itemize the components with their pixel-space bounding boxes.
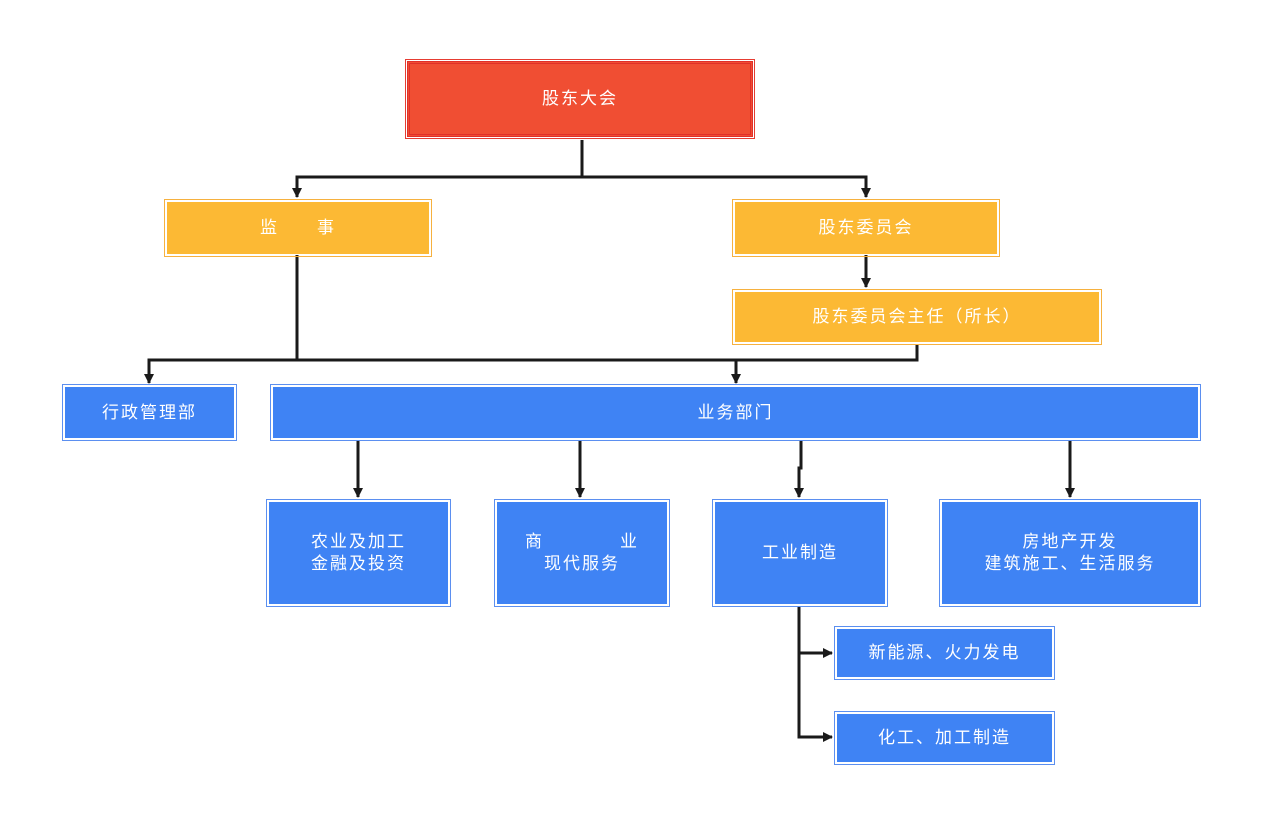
connector-chairman-down bbox=[736, 345, 919, 362]
connector-top-split bbox=[292, 140, 584, 198]
shareholder-committee-box: 股东委员会 bbox=[732, 199, 1000, 257]
realestate-construction-box: 房地产开发 建筑施工、生活服务 bbox=[939, 499, 1201, 607]
connector-business-industry bbox=[794, 440, 804, 498]
connector-industry-energy bbox=[797, 607, 833, 658]
committee-chairman-box: 股东委员会主任（所长） bbox=[732, 289, 1102, 345]
connector-top-right bbox=[582, 175, 871, 198]
commerce-services-box: 商 业 现代服务 bbox=[494, 499, 670, 607]
shareholders-meeting-box: 股东大会 bbox=[405, 59, 755, 139]
new-energy-box: 新能源、火力发电 bbox=[834, 626, 1055, 680]
admin-dept-box: 行政管理部 bbox=[62, 384, 237, 441]
industrial-manufacturing-box: 工业制造 bbox=[712, 499, 888, 607]
connector-supervisor-business bbox=[297, 358, 741, 384]
connector-supervisor-down bbox=[144, 255, 299, 384]
business-dept-box: 业务部门 bbox=[270, 384, 1201, 441]
connector-industry-chemical bbox=[797, 653, 833, 742]
agri-finance-box: 农业及加工 金融及投资 bbox=[266, 499, 451, 607]
supervisor-box: 监 事 bbox=[164, 199, 432, 257]
chemical-box: 化工、加工制造 bbox=[834, 711, 1055, 765]
